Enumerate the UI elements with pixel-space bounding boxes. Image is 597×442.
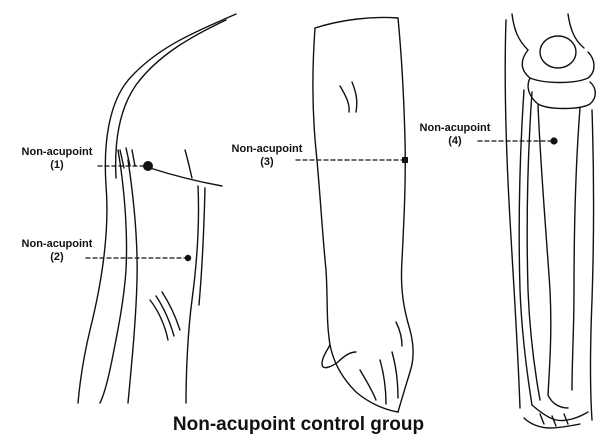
point-label-2-name: Non-acupoint bbox=[14, 238, 100, 251]
point-label-1-name: Non-acupoint bbox=[14, 146, 100, 159]
point-label-3-name: Non-acupoint bbox=[224, 143, 310, 156]
upper-arm-drawing bbox=[78, 14, 236, 403]
point-label-2-number: (2) bbox=[14, 251, 100, 264]
forearm-drawing bbox=[313, 17, 413, 412]
point-marker-3 bbox=[402, 157, 408, 163]
point-label-1-number: (1) bbox=[14, 159, 100, 172]
point-label-3-number: (3) bbox=[224, 156, 310, 169]
point-label-2: Non-acupoint (2) bbox=[14, 238, 100, 264]
figure-caption: Non-acupoint control group bbox=[0, 413, 597, 437]
leg-bones-drawing bbox=[505, 14, 595, 428]
point-marker-1 bbox=[143, 161, 153, 171]
point-label-1: Non-acupoint (1) bbox=[14, 146, 100, 172]
point-label-4: Non-acupoint (4) bbox=[412, 122, 498, 148]
point-label-4-name: Non-acupoint bbox=[412, 122, 498, 135]
point-label-4-number: (4) bbox=[412, 135, 498, 148]
point-marker-4 bbox=[550, 137, 557, 144]
point-marker-2 bbox=[185, 255, 191, 261]
point-label-3: Non-acupoint (3) bbox=[224, 143, 310, 169]
